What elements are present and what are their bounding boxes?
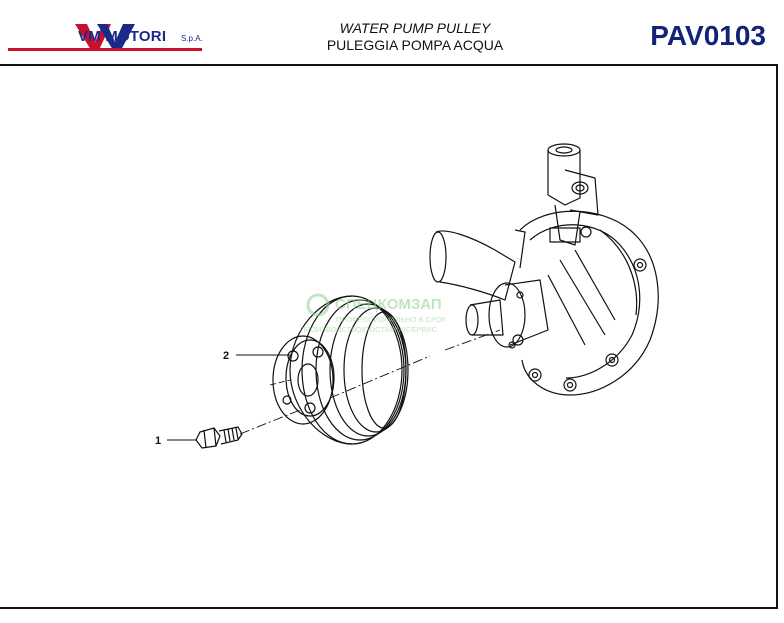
pulley-axis-line bbox=[269, 379, 291, 386]
header: VM MOTORI S.p.A. WATER PUMP PULLEY PULEG… bbox=[0, 0, 784, 64]
brand-name: VM MOTORI bbox=[78, 28, 167, 45]
watermark-line-1: СПЕЦКОМЗАП bbox=[335, 296, 442, 313]
drawing-frame bbox=[0, 64, 778, 609]
brand-suffix: S.p.A. bbox=[181, 34, 203, 43]
brand-underline bbox=[8, 48, 202, 51]
callout-2: 2 bbox=[223, 350, 229, 362]
page-title: WATER PUMP PULLEY PULEGGIA POMPA ACQUA bbox=[270, 20, 560, 54]
part-code: PAV0103 bbox=[650, 20, 766, 51]
title-italian: PULEGGIA POMPA ACQUA bbox=[326, 37, 504, 53]
bolt bbox=[195, 426, 243, 449]
watermark: СПЕЦКОМЗАП ПРОФЕССИОНАЛЬНО В СРОК ПРОИЗВ… bbox=[300, 293, 447, 334]
title-english: WATER PUMP PULLEY bbox=[339, 20, 491, 36]
watermark-line-2: ПРОФЕССИОНАЛЬНО В СРОК bbox=[336, 315, 447, 324]
assembly-axis-line bbox=[239, 329, 501, 435]
callout-1: 1 bbox=[155, 435, 161, 447]
pulley bbox=[272, 295, 409, 445]
water-pump-body bbox=[429, 143, 659, 396]
watermark-line-3: ПРОИЗВОДСТВО|ПОСТАВКА|СЕРВИС bbox=[300, 325, 438, 334]
